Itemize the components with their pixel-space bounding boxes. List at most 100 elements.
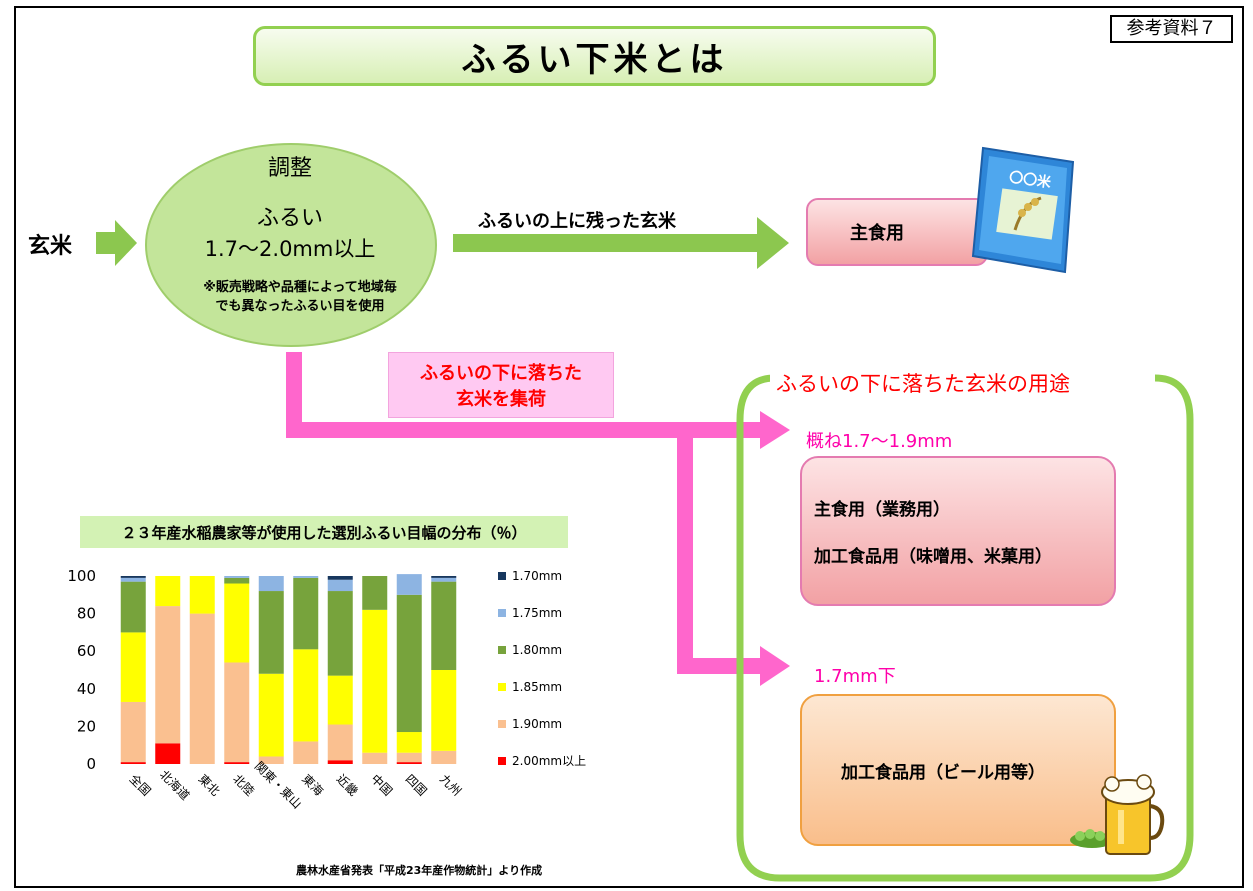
legend-swatch xyxy=(498,609,506,617)
bar-segment xyxy=(327,760,353,764)
bar-segment xyxy=(224,662,250,763)
group2-line1: 加工食品用（ビール用等） xyxy=(841,762,1045,783)
legend-swatch xyxy=(498,683,506,691)
x-tick-label: 全国 xyxy=(127,771,155,799)
legend-swatch xyxy=(498,572,506,580)
x-tick-label: 近畿 xyxy=(334,772,361,799)
bar-segment xyxy=(189,613,215,764)
y-tick-label: 20 xyxy=(77,717,96,735)
bar-segment xyxy=(120,581,146,633)
bar-segment xyxy=(155,743,181,764)
legend-swatch xyxy=(498,757,506,765)
pink-arrow-lower xyxy=(760,646,790,686)
chart-title: ２３年産水稲農家等が使用した選別ふるい目幅の分布（％） xyxy=(80,516,568,548)
bar-segment xyxy=(362,576,388,610)
y-tick-label: 100 xyxy=(67,567,96,585)
bar-segment xyxy=(431,581,457,670)
legend-label: 1.90mm xyxy=(512,717,562,731)
bar-segment xyxy=(396,594,422,733)
bar-segment xyxy=(327,579,353,592)
y-tick-label: 0 xyxy=(86,755,96,773)
bar-segment xyxy=(293,741,319,764)
uses-heading: ふるいの下に落ちた玄米の用途 xyxy=(770,368,1076,398)
screening-name: ふるい xyxy=(256,206,323,231)
reference-label: 参考資料７ xyxy=(1110,15,1233,43)
y-tick-label: 60 xyxy=(77,642,96,660)
bar-segment xyxy=(120,577,146,582)
group2-box: 加工食品用（ビール用等） xyxy=(800,694,1116,846)
bar-segment xyxy=(396,752,422,763)
bar-segment xyxy=(155,606,181,744)
group1-size-label: 概ね1.7～1.9mm xyxy=(806,431,953,452)
bar-segment xyxy=(258,591,284,674)
x-tick-label: 関東・東山 xyxy=(252,759,304,811)
bar-segment xyxy=(362,752,388,764)
x-tick-label: 北海道 xyxy=(157,767,193,803)
legend-label: 2.00mm以上 xyxy=(512,754,586,768)
collect-label-1: ふるいの下に落ちた xyxy=(420,363,582,384)
bar-segment xyxy=(120,632,146,702)
legend-swatch xyxy=(498,720,506,728)
staple-food-box: 主食用 xyxy=(806,198,988,266)
bar-segment xyxy=(327,675,353,725)
bar-segment xyxy=(258,576,284,592)
collect-label-box: ふるいの下に落ちた 玄米を集荷 xyxy=(388,352,614,418)
bar-segment xyxy=(120,762,146,764)
staple-food-label: 主食用 xyxy=(850,223,904,244)
bar-segment xyxy=(431,577,457,582)
bar-segment xyxy=(327,724,353,761)
bar-segment xyxy=(258,756,284,764)
bar-segment xyxy=(396,574,422,595)
screening-heading: 調整 xyxy=(267,156,312,181)
pink-down-segment xyxy=(286,352,302,438)
bar-segment xyxy=(155,576,181,607)
group1-box: 主食用（業務用） 加工食品用（味噌用、米菓用） xyxy=(800,456,1116,606)
rice-bag-label: 〇〇米 xyxy=(1008,169,1053,192)
bar-segment xyxy=(396,732,422,753)
y-tick-label: 80 xyxy=(77,605,96,623)
bar-segment xyxy=(327,591,353,676)
bar-segment xyxy=(258,673,284,757)
bar-segment xyxy=(189,576,215,614)
group2-size-label: 1.7mm下 xyxy=(814,666,896,687)
bar-segment xyxy=(431,750,457,764)
x-tick-label: 中国 xyxy=(368,771,396,799)
bar-segment xyxy=(293,577,319,650)
slide-frame xyxy=(14,6,1244,888)
beer-illustration xyxy=(1070,774,1165,855)
x-tick-label: 東北 xyxy=(196,772,223,799)
legend-label: 1.70mm xyxy=(512,569,562,583)
x-tick-label: 北陸 xyxy=(230,772,257,799)
legend-label: 1.85mm xyxy=(512,680,562,694)
x-tick-label: 九州 xyxy=(437,772,464,799)
input-label: 玄米 xyxy=(28,234,73,259)
rice-bag-illustration: 〇〇米 xyxy=(971,146,1075,274)
bar-segment xyxy=(396,762,422,764)
screening-ellipse xyxy=(145,143,437,347)
bar-segment xyxy=(224,762,250,764)
bar-segment xyxy=(431,576,457,578)
group1-line1: 主食用（業務用） xyxy=(814,500,950,520)
pink-branch-right xyxy=(677,658,762,674)
bar-segment xyxy=(120,576,146,578)
bar-segment xyxy=(327,576,353,580)
pink-arrow-upper xyxy=(760,411,790,449)
input-arrow xyxy=(96,220,137,266)
uses-frame xyxy=(736,374,1194,882)
x-tick-label: 東海 xyxy=(299,771,327,799)
y-tick-label: 40 xyxy=(77,680,96,698)
page-title: ふるい下米とは xyxy=(253,26,936,86)
bar-segment xyxy=(293,576,319,578)
legend-label: 1.75mm xyxy=(512,606,562,620)
source-note: 農林水産省発表「平成23年産作物統計」より作成 xyxy=(296,864,543,877)
bar-segment xyxy=(431,670,457,751)
bar-segment xyxy=(224,576,250,578)
bar-segment xyxy=(362,609,388,753)
upper-arrow-label: ふるいの上に残った玄米 xyxy=(478,211,676,232)
collect-label-2: 玄米を集荷 xyxy=(456,389,546,410)
group1-line2: 加工食品用（味噌用、米菓用） xyxy=(814,547,1052,567)
bar-segment xyxy=(224,577,250,584)
pink-horizontal-segment xyxy=(286,422,762,438)
upper-arrow xyxy=(453,217,789,269)
